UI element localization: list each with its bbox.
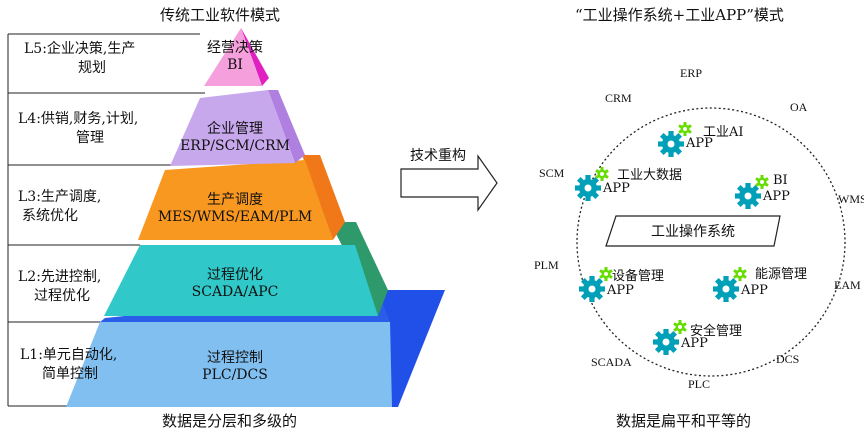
app-label: APP <box>681 336 708 351</box>
layer-1-side <box>377 290 445 407</box>
ring-label-plm: PLM <box>534 258 559 272</box>
level-bracket <box>7 33 205 407</box>
app-name-bi: BI <box>773 173 788 188</box>
left-caption: 数据是分层和多级的 <box>162 412 298 430</box>
ring-label-scm: SCM <box>539 166 565 180</box>
app-label: APP <box>686 136 713 151</box>
ring-label-erp: ERP <box>680 66 703 80</box>
ring-label-wms: WMS <box>838 192 864 206</box>
layer-4-front <box>170 90 295 166</box>
app-name-energy: 能源管理 <box>755 267 808 282</box>
app-name-bigdata: 工业大数据 <box>617 168 683 183</box>
layer-3-side <box>302 155 345 240</box>
level-label-3: L3:生产调度,系统优化 <box>18 189 102 224</box>
refactor-arrow <box>400 154 498 212</box>
pyramid-layer-5 <box>204 28 269 86</box>
ring-label-eam: EAM <box>834 278 861 292</box>
layer-5-side <box>241 28 269 86</box>
ring-label-dcs: DCS <box>776 352 800 366</box>
os-trapezoid <box>605 215 781 247</box>
ring-label-plc: PLC <box>688 377 711 391</box>
left-title: 传统工业软件模式 <box>160 6 281 24</box>
layer-5-front <box>204 28 262 86</box>
level-label-2: L2:先进控制,过程优化 <box>18 269 102 304</box>
app-name-safety: 安全管理 <box>690 324 743 339</box>
pyramid-layer-2 <box>104 222 388 316</box>
level-label-4: L4:供销,财务,计划,管理 <box>18 111 139 146</box>
layer-1-front <box>66 322 392 407</box>
platform-circle <box>576 107 846 377</box>
level-label-1: L1:单元自动化,简单控制 <box>20 347 118 382</box>
right-title: “工业操作系统+工业APP”模式 <box>575 6 784 24</box>
layer-2-front <box>104 245 378 316</box>
app-name-ai: 工业AI <box>703 125 744 140</box>
pyramid-layer-3 <box>138 155 345 240</box>
ring-label-scada: SCADA <box>591 355 632 369</box>
arrow-label: 技术重构 <box>410 148 466 164</box>
app-name-equipment: 设备管理 <box>612 269 665 284</box>
ring-label-crm: CRM <box>605 91 632 105</box>
app-label: APP <box>763 189 790 204</box>
layer-3-front <box>138 160 333 240</box>
level-label-5: L5:企业决策,生产规划 <box>24 41 136 76</box>
os-label: 工业操作系统 <box>651 224 735 240</box>
right-caption: 数据是扁平和平等的 <box>616 412 752 430</box>
app-label: APP <box>603 181 630 196</box>
pyramid-layer-4 <box>170 90 305 166</box>
app-label: APP <box>741 283 768 298</box>
app-label: APP <box>607 283 634 298</box>
layer-4-side <box>268 90 305 163</box>
ring-label-oa: OA <box>790 100 808 114</box>
